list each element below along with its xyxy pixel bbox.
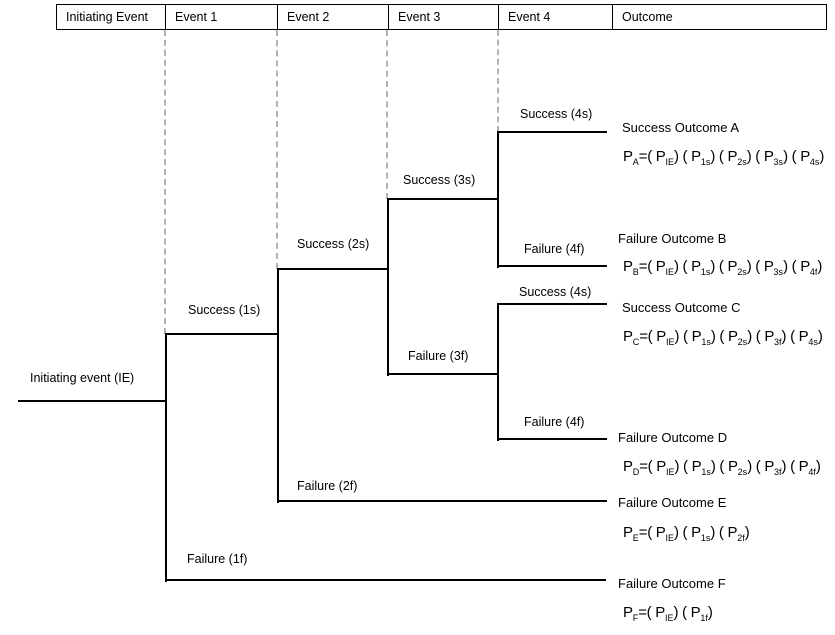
failure-3f-label: Failure (3f): [408, 349, 469, 363]
success-2s-line: [277, 268, 389, 270]
failure-3f-line: [387, 373, 499, 375]
outcome-name-d: Failure Outcome D: [618, 430, 728, 445]
initiating-event-line: [18, 400, 167, 402]
success-1s-line: [165, 333, 279, 335]
event3-branch-vertical: [387, 198, 389, 376]
header-row: Initiating Event Event 1 Event 2 Event 3…: [56, 4, 827, 30]
outcome-name-a: Success Outcome A: [622, 120, 740, 135]
failure-1f-line: [165, 579, 606, 581]
failure-2f-label: Failure (2f): [297, 479, 358, 493]
failure-4f-line-b: [497, 265, 607, 267]
outcome-formula-d: PD=( PIE) ( P1s) ( P2s) ( P3f) ( P4f): [623, 458, 821, 477]
column-separator-dashed-2: [276, 30, 278, 269]
event4-branch-vertical-lower: [497, 303, 499, 441]
column-separator-dashed-3: [386, 30, 388, 199]
success-3s-label: Success (3s): [403, 173, 476, 187]
failure-4f-label-d: Failure (4f): [524, 415, 585, 429]
outcome-formula-e: PE=( PIE) ( P1s) ( P2f): [623, 524, 750, 543]
success-4s-label-c: Success (4s): [519, 285, 592, 299]
outcome-name-b: Failure Outcome B: [618, 231, 727, 246]
success-2s-label: Success (2s): [297, 237, 370, 251]
failure-4f-label-b: Failure (4f): [524, 242, 585, 256]
failure-1f-label: Failure (1f): [187, 552, 248, 566]
header-cell-outcome: Outcome: [622, 10, 673, 24]
initiating-event-label: Initiating event (IE): [30, 371, 135, 385]
outcome-formula-a: PA=( PIE) ( P1s) ( P2s) ( P3s) ( P4s): [623, 148, 825, 167]
outcome-formula-c: PC=( PIE) ( P1s) ( P2s) ( P3f) ( P4s): [623, 328, 823, 347]
success-1s-label: Success (1s): [188, 303, 261, 317]
failure-2f-line: [277, 500, 607, 502]
column-separator-dashed-4: [497, 30, 499, 132]
header-cell-event-4: Event 4: [499, 5, 613, 29]
outcome-name-c: Success Outcome C: [622, 300, 741, 315]
header-cell-event-1: Event 1: [166, 5, 278, 29]
success-3s-line: [387, 198, 499, 200]
event2-branch-vertical: [277, 268, 279, 503]
success-4s-label-a: Success (4s): [520, 107, 593, 121]
outcome-name-f: Failure Outcome F: [618, 576, 726, 591]
event1-branch-vertical: [165, 333, 167, 582]
success-4s-line-c: [497, 303, 607, 305]
header-cell-event-2: Event 2: [278, 5, 389, 29]
event4-branch-vertical-upper: [497, 131, 499, 268]
success-4s-line-a: [497, 131, 607, 133]
header-cell-initiating-event: Initiating Event: [57, 5, 166, 29]
failure-4f-line-d: [497, 438, 607, 440]
column-separator-dashed-1: [164, 30, 166, 334]
outcome-name-e: Failure Outcome E: [618, 495, 727, 510]
outcome-formula-f: PF=( PIE) ( P1f): [623, 604, 713, 623]
header-cell-event-3: Event 3: [389, 5, 499, 29]
outcome-formula-b: PB=( PIE) ( P1s) ( P2s) ( P3s) ( P4f): [623, 258, 823, 277]
